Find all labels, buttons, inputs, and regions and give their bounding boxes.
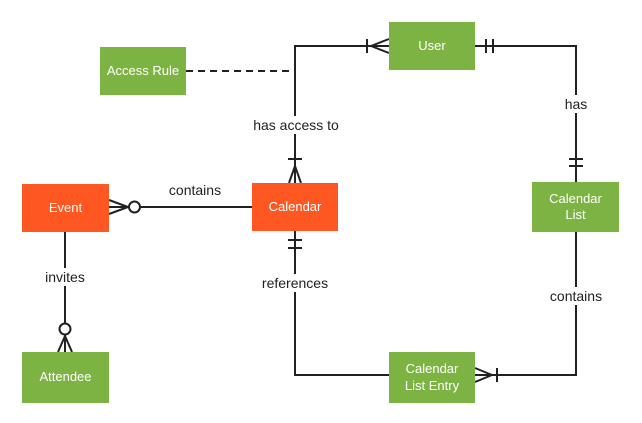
entity-user: User xyxy=(389,22,475,70)
connector-line xyxy=(475,232,577,376)
relationship-label-contains-event-calendar: contains xyxy=(164,181,226,199)
connector-calendarlist-entry xyxy=(474,232,577,383)
entity-access-rule: Access Rule xyxy=(100,47,186,95)
relationship-label-references: references xyxy=(257,274,333,292)
crows-foot-user xyxy=(370,38,390,54)
crows-foot-calendar xyxy=(288,165,302,184)
cardinality-double-tick-calendarlist xyxy=(569,158,583,167)
connector-event-calendar xyxy=(108,199,252,215)
crows-foot-entry xyxy=(474,367,493,383)
crows-foot-attendee xyxy=(57,335,73,353)
cardinality-double-tick-user-right xyxy=(485,39,494,53)
connector-calendar-user xyxy=(288,38,390,184)
relationship-label-contains-calendarlist: contains xyxy=(545,287,607,305)
connector-line xyxy=(294,231,389,376)
entity-attendee: Attendee xyxy=(22,352,109,403)
connector-event-attendee xyxy=(57,232,73,353)
cardinality-double-tick-calendar-bottom xyxy=(288,239,302,249)
connector-user-calendarlist xyxy=(475,39,583,182)
connector-calendar-entry xyxy=(288,231,389,376)
entity-calendar-list-entry: Calendar List Entry xyxy=(389,352,475,403)
relationship-label-has: has xyxy=(560,95,592,113)
entity-event: Event xyxy=(22,184,109,232)
relationship-label-has-access-to: has access to xyxy=(249,116,343,134)
relationship-label-invites: invites xyxy=(41,268,89,286)
connector-line xyxy=(475,45,577,182)
cardinality-circle-attendee xyxy=(58,322,72,336)
entity-calendar: Calendar xyxy=(252,183,338,231)
connector-line xyxy=(294,45,389,183)
cardinality-circle-event xyxy=(128,200,141,214)
crows-foot-event xyxy=(108,199,129,215)
entity-calendar-list: Calendar List xyxy=(532,182,619,232)
